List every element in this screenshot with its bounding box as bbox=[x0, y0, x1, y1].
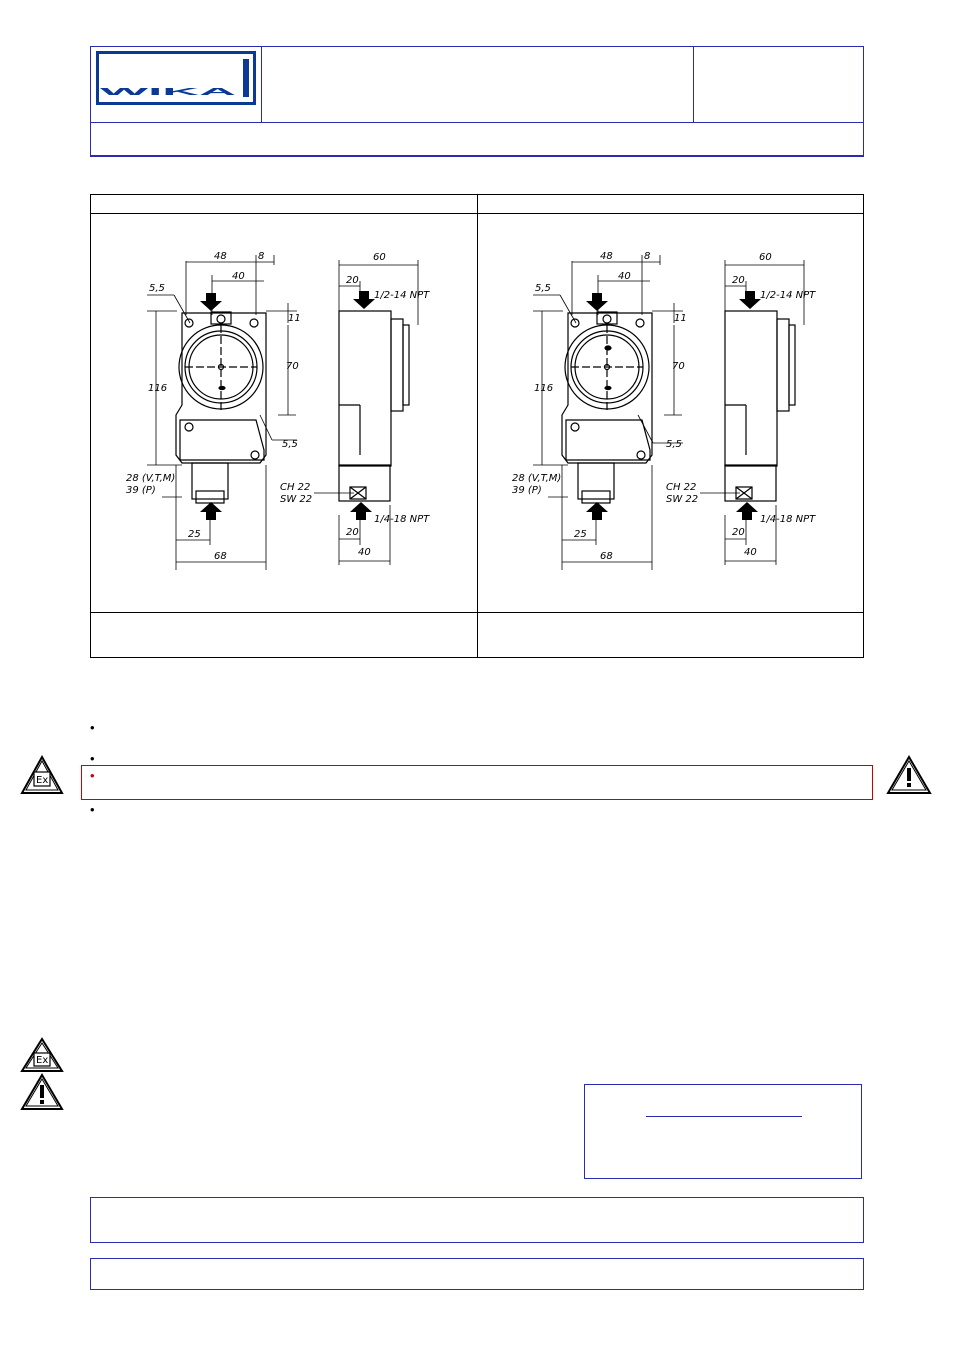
dim-25: 25 bbox=[574, 529, 587, 540]
highlight-notice-box bbox=[81, 765, 873, 800]
header-right-cell bbox=[694, 47, 863, 122]
dim-8: 8 bbox=[644, 251, 650, 262]
dim-40-bottom: 40 bbox=[358, 547, 371, 558]
wika-logo: WIKA bbox=[96, 51, 256, 105]
dim-8: 8 bbox=[258, 251, 264, 262]
table-caption-row bbox=[91, 612, 863, 613]
header-title-cell bbox=[262, 47, 694, 122]
dim-116: 116 bbox=[148, 383, 167, 394]
header-bottom-row bbox=[91, 122, 863, 123]
dim-48: 48 bbox=[214, 251, 227, 262]
dim-48: 48 bbox=[600, 251, 613, 262]
npt-bottom: 1/4-18 NPT bbox=[374, 514, 430, 525]
dim-20-top: 20 bbox=[346, 275, 359, 286]
contact-box bbox=[584, 1084, 862, 1179]
dim-40-top: 40 bbox=[232, 271, 245, 282]
logo-text: WIKA bbox=[100, 87, 236, 98]
bullet-3-red: • bbox=[90, 768, 95, 783]
dim-25: 25 bbox=[188, 529, 201, 540]
dim-28: 28 (V,T,M) bbox=[512, 473, 561, 484]
dim-5-5-upper: 5,5 bbox=[149, 283, 165, 294]
footer-box-1 bbox=[90, 1197, 864, 1243]
caution-icon-lower bbox=[20, 1073, 64, 1110]
dim-70: 70 bbox=[286, 361, 299, 372]
npt-top: 1/2-14 NPT bbox=[760, 290, 816, 301]
dim-5-5-lower: 5,5 bbox=[666, 439, 682, 450]
dim-20-bottom: 20 bbox=[346, 527, 359, 538]
npt-bottom: 1/4-18 NPT bbox=[760, 514, 816, 525]
dim-39: 39 (P) bbox=[512, 485, 542, 496]
ex-warning-icon: Ex bbox=[20, 755, 64, 794]
table-divider bbox=[477, 195, 478, 657]
contact-link-underline[interactable] bbox=[646, 1116, 802, 1117]
dim-20-bottom: 20 bbox=[732, 527, 745, 538]
dim-11: 11 bbox=[674, 313, 687, 324]
footer-box-2 bbox=[90, 1258, 864, 1290]
caution-icon bbox=[886, 755, 932, 794]
drawing-table bbox=[90, 194, 864, 658]
dim-28: 28 (V,T,M) bbox=[126, 473, 175, 484]
dim-20-top: 20 bbox=[732, 275, 745, 286]
svg-text:Ex: Ex bbox=[36, 1055, 48, 1066]
dim-60: 60 bbox=[373, 252, 386, 263]
ex-warning-icon-lower: Ex bbox=[20, 1037, 64, 1072]
dim-60: 60 bbox=[759, 252, 772, 263]
sw22: SW 22 bbox=[666, 494, 698, 505]
dim-68: 68 bbox=[600, 551, 613, 562]
bullet-1: • bbox=[90, 720, 95, 735]
drawing-group: 48 8 40 5,5 11 70 116 5,5 28 (V,T,M) 39 … bbox=[126, 251, 430, 570]
ch22: CH 22 bbox=[666, 482, 696, 493]
technical-drawing-left: 48 8 40 5,5 11 70 116 5,5 28 (V,T,M) 39 … bbox=[126, 251, 430, 570]
bullet-4: • bbox=[90, 802, 95, 817]
header-logo-cell bbox=[91, 47, 262, 122]
dim-40-bottom: 40 bbox=[744, 547, 757, 558]
technical-drawing-right: 48 8 40 5,5 11 70 116 5,5 28 (V,T,M) 39 … bbox=[512, 251, 816, 570]
ch22: CH 22 bbox=[280, 482, 310, 493]
dim-40-top: 40 bbox=[618, 271, 631, 282]
npt-top: 1/2-14 NPT bbox=[374, 290, 430, 301]
bullet-2: • bbox=[90, 751, 95, 766]
dim-70: 70 bbox=[672, 361, 685, 372]
dim-11: 11 bbox=[288, 313, 301, 324]
sw22: SW 22 bbox=[280, 494, 312, 505]
header-bottom-rule bbox=[90, 155, 864, 157]
dim-116: 116 bbox=[534, 383, 553, 394]
dim-39: 39 (P) bbox=[126, 485, 156, 496]
svg-text:Ex: Ex bbox=[36, 775, 48, 786]
dim-68: 68 bbox=[214, 551, 227, 562]
dim-5-5-upper: 5,5 bbox=[535, 283, 551, 294]
dim-5-5-lower: 5,5 bbox=[282, 439, 298, 450]
